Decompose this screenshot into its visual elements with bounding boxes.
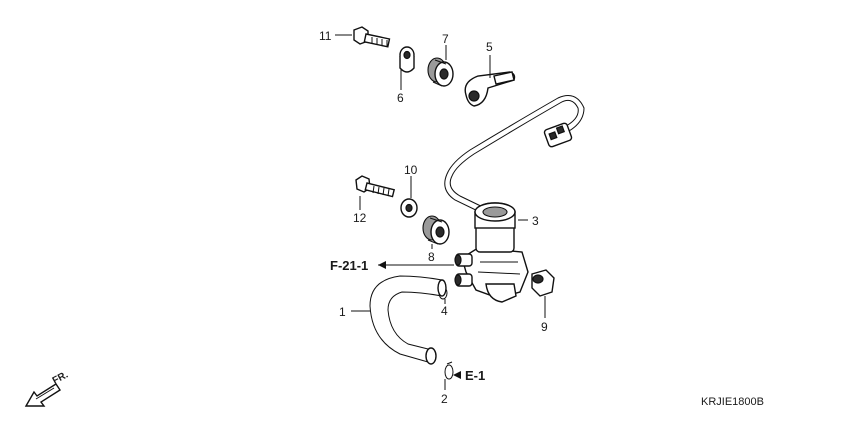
diagram-code: KRJIE1800B: [701, 396, 764, 408]
leader-lines: [335, 34, 546, 390]
front-label: FR.: [51, 369, 71, 386]
callout-7: 7: [442, 32, 449, 46]
callout-11: 11: [319, 29, 332, 43]
ref-f21-label: F-21-1: [330, 258, 368, 273]
callout-5: 5: [486, 40, 493, 54]
part-2-clip: [444, 361, 454, 380]
callout-1: 1: [339, 305, 346, 319]
callout-9: 9: [541, 320, 548, 334]
callout-12: 12: [353, 211, 367, 225]
ref-e1-label: E-1: [465, 368, 485, 383]
part-10-collar: [400, 198, 418, 218]
callout-6: 6: [397, 91, 404, 105]
front-arrow-icon: [24, 383, 61, 407]
part-1-hose: [369, 275, 447, 365]
callout-8: 8: [428, 250, 435, 264]
callout-2: 2: [441, 392, 448, 406]
part-3-harness: [444, 95, 585, 215]
callout-10: 10: [404, 163, 418, 177]
part-12-bolt: [355, 175, 396, 198]
ref-e1-arrow: [453, 371, 461, 379]
part-9-cap: [531, 269, 555, 297]
part-6-collar: [399, 46, 415, 73]
callout-3: 3: [532, 214, 539, 228]
part-8-grommet: [422, 215, 450, 245]
callout-4: 4: [441, 304, 448, 318]
part-3-valve: [454, 202, 529, 303]
part-5-clamp: [464, 71, 516, 107]
part-11-bolt: [353, 26, 391, 48]
ref-f21-arrow: [378, 261, 454, 269]
part-7-grommet: [427, 57, 454, 87]
